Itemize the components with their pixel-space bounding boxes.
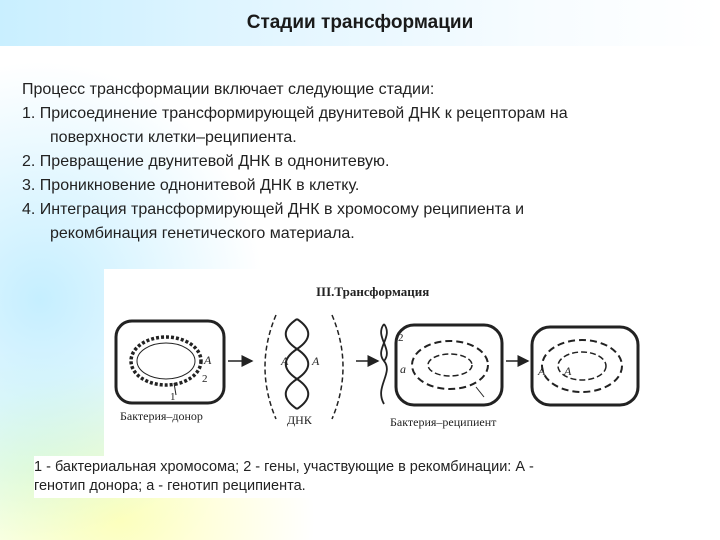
step-1-line-1: 1. Присоединение трансформирующей двунит… [22,102,712,126]
label-recipient: Бактерия–реципиент [390,415,497,429]
caption-line-2: генотип донора; а - генотип реципиента. [34,477,674,496]
slide-title: Стадии трансформации [0,12,720,34]
step-1-line-2: поверхности клетки–реципиента. [22,126,712,150]
intro-text: Процесс трансформации включает следующие… [22,78,712,102]
figure-caption: 1 - бактериальная хромосома; 2 - гены, у… [34,456,674,498]
label-donor: Бактерия–донор [120,409,203,423]
label-num-1: 1 [170,391,176,403]
step-4-line-2: рекомбинация генетического материала. [22,222,712,246]
gene-label-recipient: a [400,362,406,376]
gene-label-dna-left: A [280,354,289,368]
step-3: 3. Проникновение однонитевой ДНК в клетк… [22,174,712,198]
stages-list: Процесс трансформации включает следующие… [22,78,712,246]
label-num-2: 2 [202,373,208,385]
gene-label-donor: A [203,353,212,367]
donor-bacterium: A 2 1 [116,321,224,403]
caption-line-1: 1 - бактериальная хромосома; 2 - гены, у… [34,458,674,477]
donor-chromosome [131,337,201,385]
gene-label-transformed-left: A [537,364,546,378]
label-dna: ДНК [287,413,313,427]
transformed-bacterium: A A [532,327,638,405]
gene-label-transformed-inner: A [563,364,572,378]
label-num-2-recipient: 2 [398,332,404,344]
step-2: 2. Превращение двунитевой ДНК в одноните… [22,150,712,174]
recipient-bacterium: 2 a [396,325,502,405]
step-4-line-1: 4. Интеграция трансформирующей ДНК в хро… [22,198,712,222]
gene-label-dna-right: A [311,354,320,368]
double-strand-dna: A A [280,319,320,409]
figure-heading: III.Трансформация [316,284,429,299]
transformation-diagram: III.Трансформация A 2 1 Бактерия–донор A [104,269,660,469]
